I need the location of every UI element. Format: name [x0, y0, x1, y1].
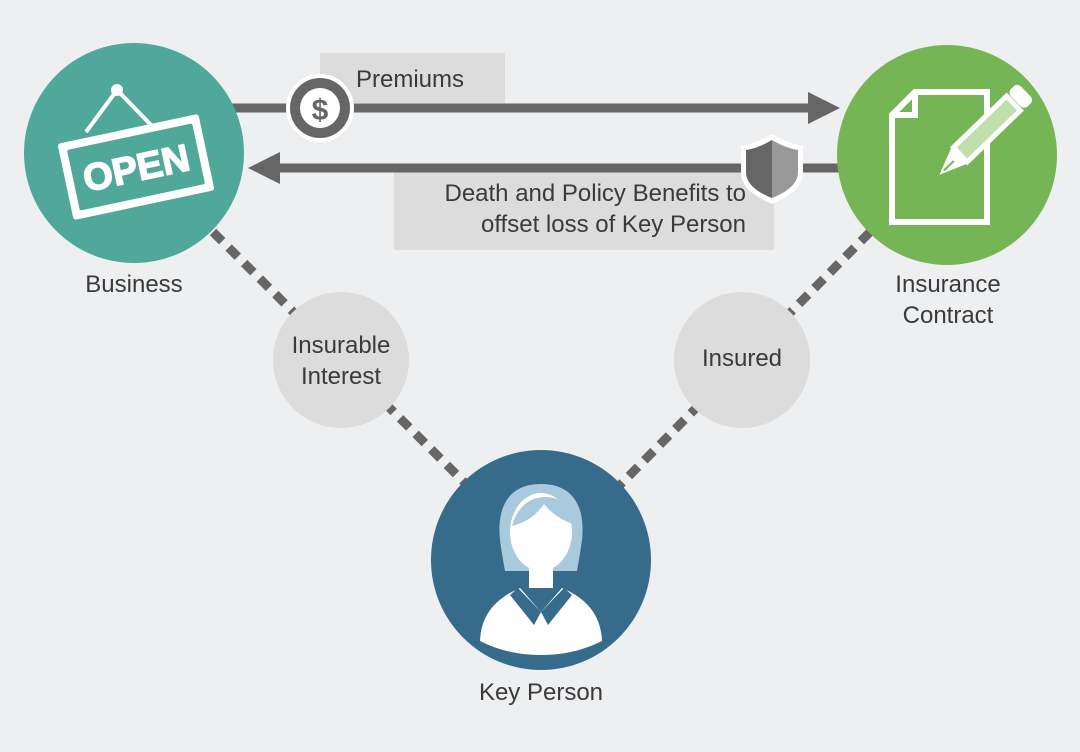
business-label: Business [85, 271, 183, 298]
insurance-contract-label: Insurance Contract [868, 269, 1028, 331]
insurance-contract-label-line1: Insurance [895, 271, 1001, 298]
benefits-label-line2: offset loss of Key Person [480, 211, 746, 238]
insured-label: Insured [701, 345, 783, 372]
benefits-label-box [394, 170, 774, 250]
insurable-interest-circle [273, 292, 409, 428]
insurance-contract-label-line2: Contract [902, 302, 994, 329]
key-person-label: Key Person [478, 679, 604, 706]
benefits-label: Death and Policy Benefits to offset loss… [400, 178, 746, 240]
insurable-interest-label: Insurable Interest [271, 330, 411, 392]
person-icon [480, 484, 602, 655]
dollar-coin-icon: $ [286, 74, 354, 142]
benefits-label-line1: Death and Policy Benefits to [444, 180, 746, 207]
business-node: OPEN [24, 43, 244, 263]
key-person-node [431, 450, 651, 670]
document-pen-icon [889, 84, 1033, 225]
insured-circle [674, 292, 810, 428]
dollar-symbol: $ [312, 94, 329, 127]
open-sign-icon: OPEN [58, 84, 214, 220]
shield-icon [741, 134, 803, 204]
premiums-label: Premiums [356, 66, 465, 93]
insurable-interest-line2: Interest [300, 363, 382, 390]
insurable-interest-line1: Insurable [291, 332, 391, 359]
insurance-contract-node [837, 45, 1057, 265]
